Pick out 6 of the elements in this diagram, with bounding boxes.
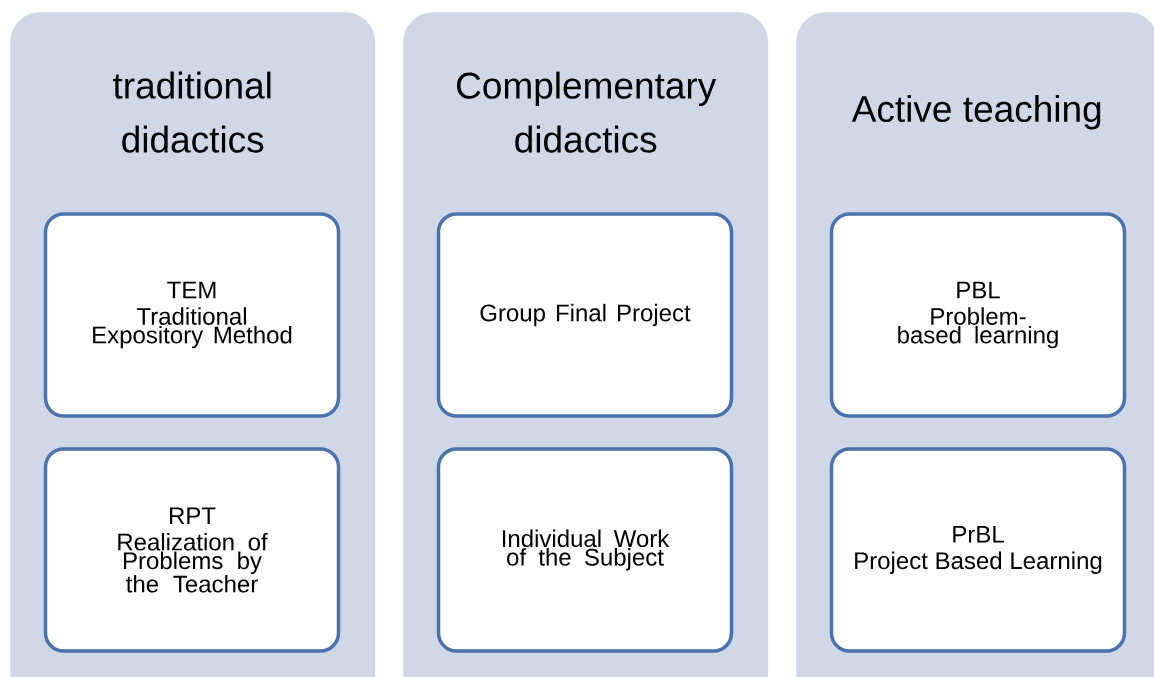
method-box: Group Final Project — [436, 212, 734, 418]
method-box: RPT Realization of Problems by the Teacher — [43, 447, 341, 653]
method-box: Individual Work of the Subject — [436, 447, 734, 653]
method-box: PBL Problem-based learning — [829, 212, 1127, 418]
method-box: PrBL Project Based Learning — [829, 447, 1127, 653]
method-box: TEM Traditional Expository Method — [43, 212, 341, 418]
